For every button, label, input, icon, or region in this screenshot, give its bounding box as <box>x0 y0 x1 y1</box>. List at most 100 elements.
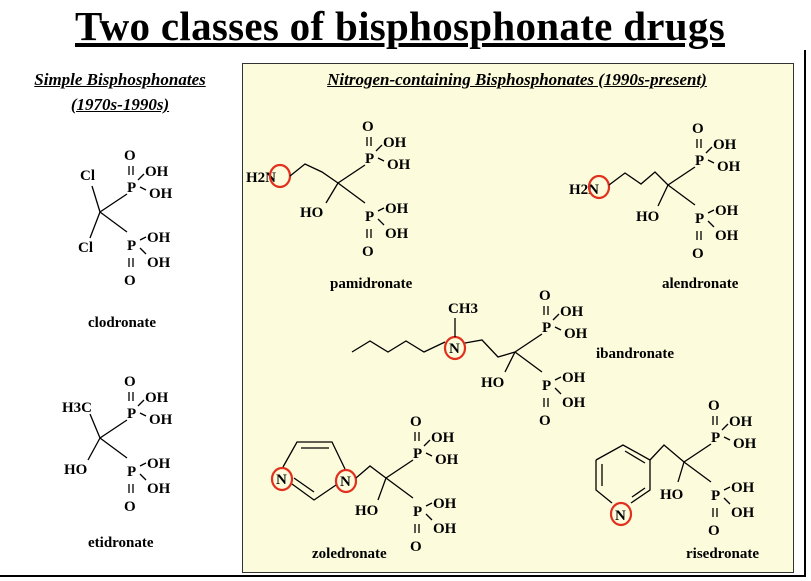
bond <box>337 164 366 184</box>
nitrogen-heading: Nitrogen-containing Bisphosphonates (199… <box>327 70 707 89</box>
bond <box>291 483 337 501</box>
frame-border-right <box>804 50 806 577</box>
bond <box>667 184 696 206</box>
hydroxyl-label: OH <box>149 186 173 202</box>
simple-heading: Simple Bisphosphonates <box>34 70 206 89</box>
nitrogen-highlight-circle <box>270 466 294 492</box>
hydroxyl-label: HO <box>355 503 378 519</box>
bond <box>423 439 431 447</box>
bond <box>514 333 543 353</box>
bond <box>554 387 562 395</box>
bond <box>87 437 101 461</box>
nitrogen-highlight-circle <box>609 501 633 527</box>
compound-name: clodronate <box>88 315 156 331</box>
nitrogen-label: N <box>340 474 351 490</box>
amine-label: H2N <box>569 182 599 198</box>
chlorine-label: Cl <box>80 168 95 184</box>
bond <box>425 452 433 457</box>
bond <box>683 461 712 483</box>
phosphorus-label: P <box>695 211 704 227</box>
bond <box>377 218 385 226</box>
bond <box>139 247 147 255</box>
phosphorus-label: P <box>695 153 704 169</box>
compound-name: ibandronate <box>596 346 674 362</box>
compound-name: zoledronate <box>312 546 387 562</box>
hydroxyl-label: OH <box>713 137 737 153</box>
bond <box>137 399 145 407</box>
double-bond <box>293 477 315 493</box>
oxygen-label: O <box>410 414 422 430</box>
bond <box>99 211 128 233</box>
bond <box>721 423 729 431</box>
bond <box>139 462 147 467</box>
oxygen-label: O <box>362 119 374 135</box>
phosphorus-label: P <box>542 320 551 336</box>
phosphorus-label: P <box>365 151 374 167</box>
hydroxyl-label: OH <box>715 203 739 219</box>
bond <box>385 477 414 499</box>
bond <box>289 163 339 184</box>
bond <box>355 465 387 479</box>
hydroxyl-label: HO <box>636 209 659 225</box>
bond <box>608 171 669 186</box>
hydroxyl-label: OH <box>562 395 586 411</box>
hydroxyl-label: OH <box>564 326 588 342</box>
bond <box>657 184 669 207</box>
bond <box>377 477 387 501</box>
hydroxyl-label: OH <box>717 159 741 175</box>
bond <box>89 211 101 239</box>
bond <box>91 185 101 213</box>
phosphorus-label: P <box>127 406 136 422</box>
bond <box>99 193 128 213</box>
nitrogen-label: N <box>449 341 460 357</box>
hydroxyl-label: OH <box>147 456 171 472</box>
hydroxyl-label: OH <box>731 505 755 521</box>
bond <box>137 173 145 181</box>
bond <box>99 419 128 439</box>
bond <box>139 236 147 241</box>
bond <box>595 460 613 504</box>
methyl-label: H3C <box>62 400 92 416</box>
bond <box>504 351 516 373</box>
phosphorus-label: P <box>542 378 551 394</box>
bond <box>554 376 562 381</box>
phosphorus-label: P <box>127 238 136 254</box>
compound-name: risedronate <box>686 546 759 562</box>
hydroxyl-label: HO <box>64 462 87 478</box>
double-bond <box>631 487 646 498</box>
bond <box>705 146 713 154</box>
bond <box>139 186 147 191</box>
hydroxyl-label: HO <box>660 487 683 503</box>
hydroxyl-label: OH <box>562 370 586 386</box>
simple-period: (1970s-1990s) <box>70 95 170 114</box>
bond <box>385 459 414 479</box>
nitrogen-highlight-circle <box>587 174 611 200</box>
hydroxyl-label: OH <box>385 201 409 217</box>
bond <box>99 437 128 459</box>
hydroxyl-label: OH <box>731 480 755 496</box>
bond <box>377 207 385 212</box>
amine-label: H2N <box>246 170 276 186</box>
oxygen-label: O <box>692 121 704 137</box>
bond <box>351 340 446 353</box>
chlorine-label: Cl <box>78 240 93 256</box>
hydroxyl-label: OH <box>147 255 171 271</box>
oxygen-label: O <box>124 499 136 515</box>
oxygen-label: O <box>124 273 136 289</box>
phosphorus-label: P <box>413 446 422 462</box>
oxygen-label: O <box>410 539 422 555</box>
slide-title: Two classes of bisphosphonate drugs <box>75 3 725 49</box>
hydroxyl-label: OH <box>147 481 171 497</box>
oxygen-label: O <box>124 148 136 164</box>
bond <box>464 339 516 358</box>
methyl-label: CH3 <box>448 301 478 317</box>
hydroxyl-label: OH <box>147 230 171 246</box>
phosphorus-label: P <box>127 464 136 480</box>
oxygen-label: O <box>362 244 374 260</box>
bond <box>139 473 147 481</box>
bond <box>707 220 715 228</box>
